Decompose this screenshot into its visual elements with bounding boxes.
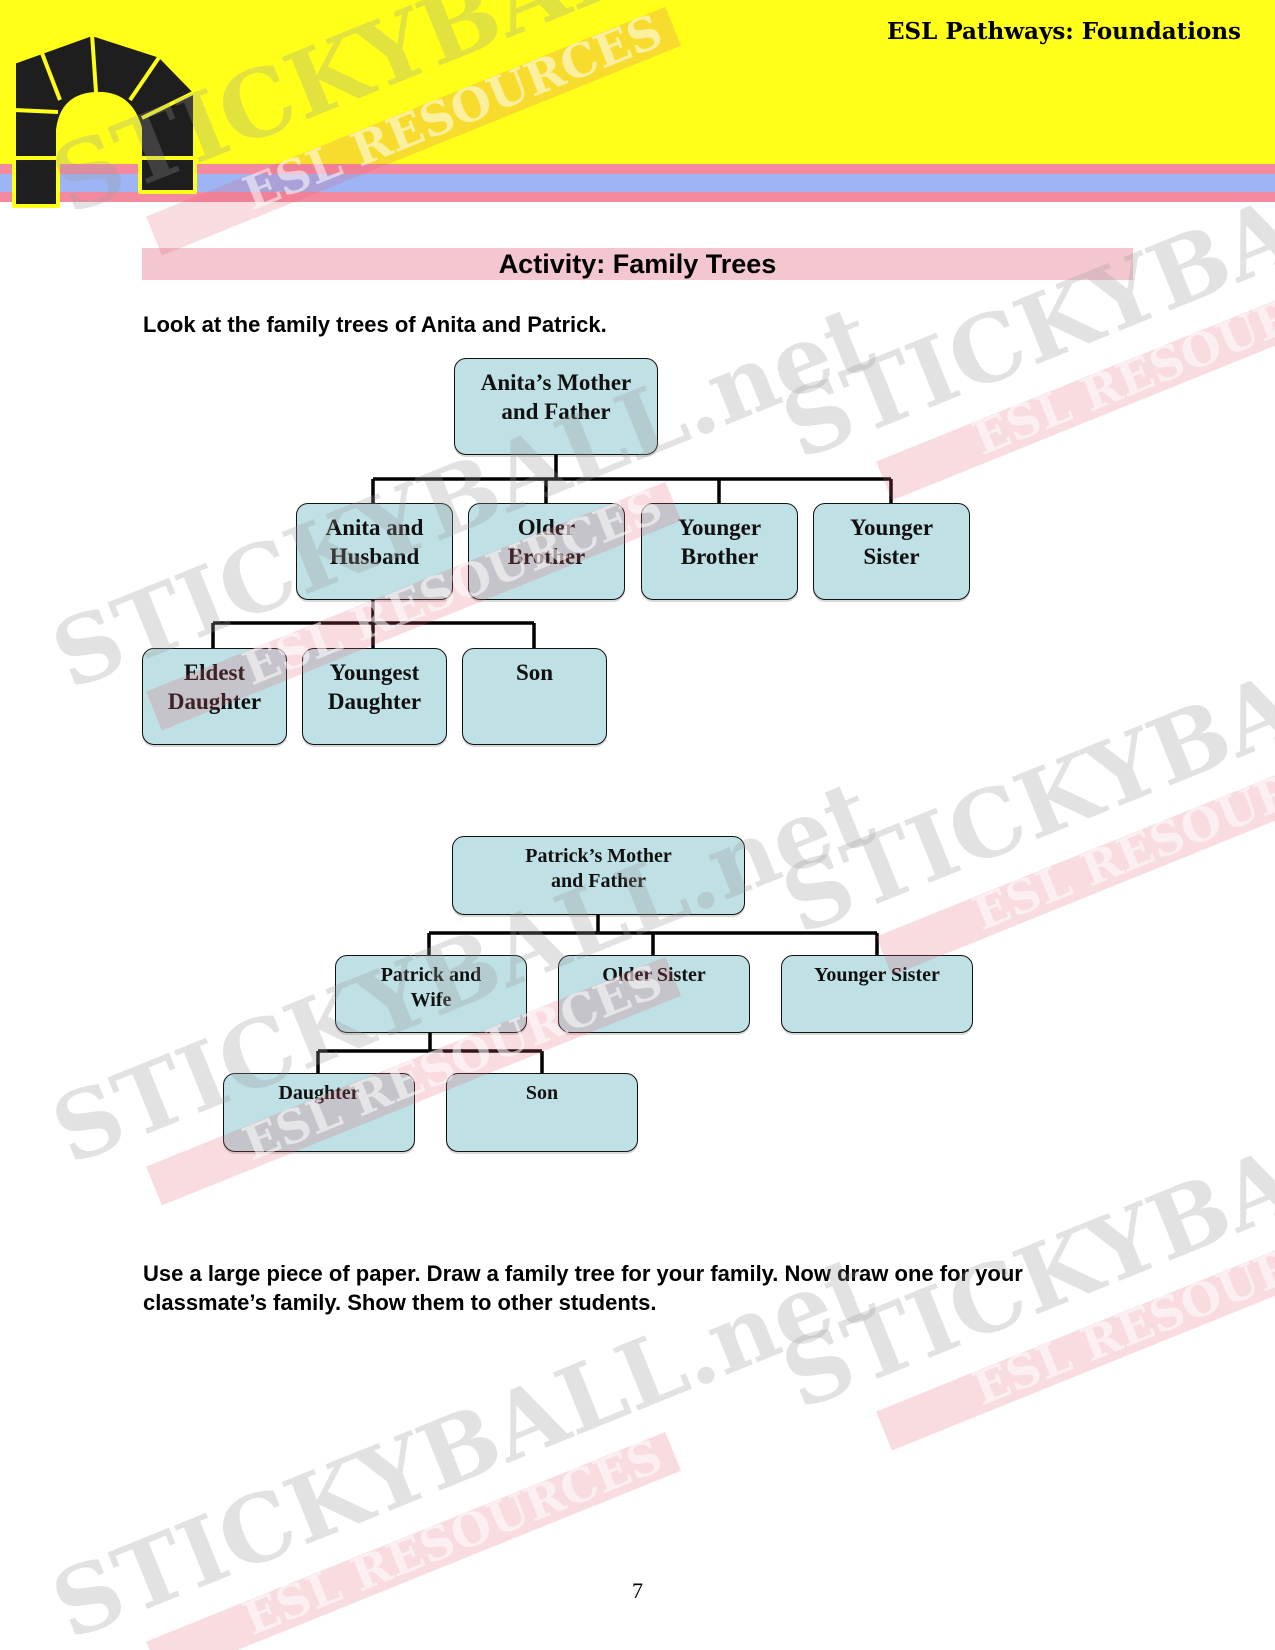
page-number: 7: [632, 1578, 643, 1603]
instructions-text: Use a large piece of paper. Draw a famil…: [143, 1261, 1023, 1315]
box-patrick-daughter: Daughter: [223, 1073, 415, 1152]
box-patrick-son: Son: [446, 1073, 638, 1152]
box-patrick-parents: Patrick’s Mother and Father: [452, 836, 745, 915]
brand-title: ESL Pathways: Foundations: [887, 18, 1241, 45]
box-older-sister: Older Sister: [558, 955, 750, 1033]
box-patrick-younger-sister: Younger Sister: [781, 955, 973, 1033]
box-patrick-and-wife: Patrick and Wife: [335, 955, 527, 1033]
